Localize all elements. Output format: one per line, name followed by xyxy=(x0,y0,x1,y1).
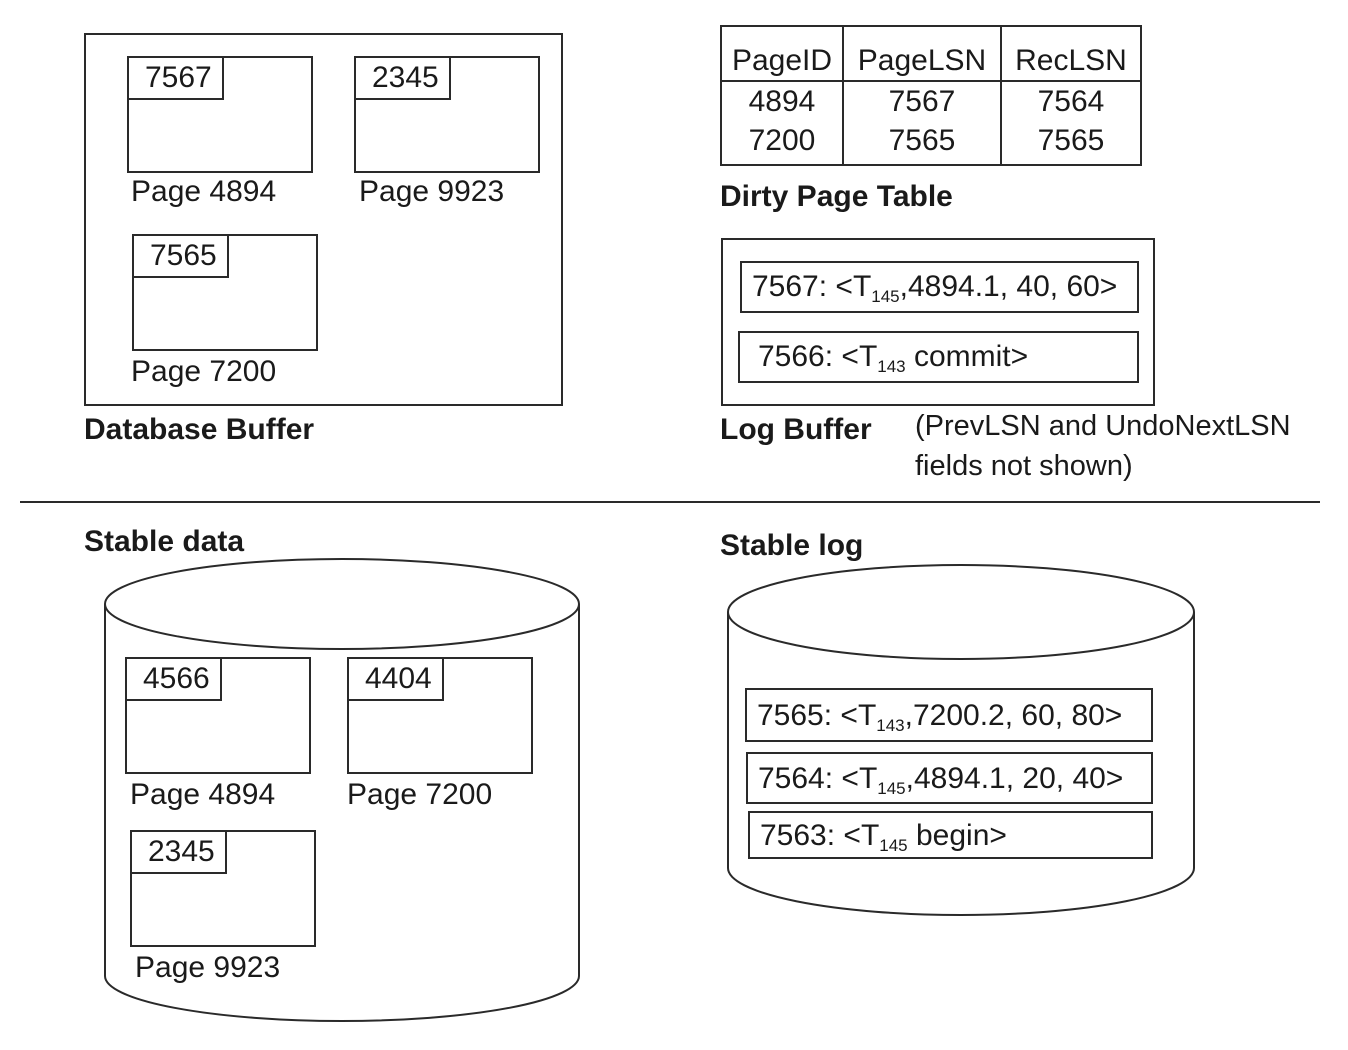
log-buffer-label: Log Buffer xyxy=(720,413,872,446)
table-cell: 4894 xyxy=(748,85,816,118)
log-record: 7566: <T143 commit> xyxy=(738,331,1139,383)
dirty-page-table: PageID PageLSN RecLSN 4894 7567 7564 720… xyxy=(720,25,1142,166)
table-row: 4894 7567 7564 xyxy=(721,81,1141,121)
stable-page-4894: 4566 xyxy=(125,657,311,774)
buffer-page-4894: 7567 xyxy=(127,56,313,173)
column-header: PageLSN xyxy=(842,26,1001,82)
stable-page-9923: 2345 xyxy=(130,830,316,947)
buffer-page-9923: 2345 xyxy=(354,56,540,173)
divider xyxy=(20,501,1320,503)
page-label: Page 9923 xyxy=(135,951,281,984)
database-buffer: 7567 Page 4894 2345 Page 9923 7565 Page … xyxy=(84,33,563,406)
stable-log-label: Stable log xyxy=(720,529,864,562)
page-lsn: 2345 xyxy=(354,56,451,100)
log-buffer-note: (PrevLSN and UndoNextLSN fields not show… xyxy=(915,410,1291,482)
page-label: Page 7200 xyxy=(131,355,277,388)
stable-data-label: Stable data xyxy=(84,525,245,558)
page-label: Page 4894 xyxy=(131,175,277,208)
table-cell: 7565 xyxy=(842,121,1001,165)
page-label: Page 7200 xyxy=(347,778,493,811)
table-cell: 7200 xyxy=(748,124,816,157)
txn-id: 143 xyxy=(877,357,906,376)
page-lsn: 7567 xyxy=(127,56,224,100)
table-row: 7200 7565 7565 xyxy=(721,121,1141,165)
database-buffer-label: Database Buffer xyxy=(84,413,315,446)
page-label: Page 9923 xyxy=(359,175,505,208)
log-record: 7567: <T145,4894.1, 40, 60> xyxy=(740,261,1139,313)
column-header: PageID xyxy=(721,26,843,82)
table-cell: 7567 xyxy=(842,81,1001,121)
table-cell: 7565 xyxy=(1000,121,1141,165)
dirty-page-table-label: Dirty Page Table xyxy=(720,180,953,213)
txn-id: 145 xyxy=(877,779,906,798)
txn-id: 145 xyxy=(871,287,900,306)
page-lsn: 7565 xyxy=(132,234,229,278)
txn-id: 143 xyxy=(876,716,905,735)
log-record: 7564: <T145,4894.1, 20, 40> xyxy=(746,752,1153,804)
page-lsn: 2345 xyxy=(130,830,227,874)
log-record: 7565: <T143,7200.2, 60, 80> xyxy=(745,688,1153,742)
log-record: 7563: <T145 begin> xyxy=(748,811,1153,859)
log-buffer: 7567: <T145,4894.1, 40, 60> 7566: <T143 … xyxy=(721,238,1155,406)
page-lsn: 4404 xyxy=(347,657,444,701)
txn-id: 145 xyxy=(879,836,908,855)
column-header: RecLSN xyxy=(1000,26,1141,82)
page-lsn: 4566 xyxy=(125,657,222,701)
table-cell: 7564 xyxy=(1000,81,1141,121)
buffer-page-7200: 7565 xyxy=(132,234,318,351)
stable-page-7200: 4404 xyxy=(347,657,533,774)
page-label: Page 4894 xyxy=(130,778,276,811)
